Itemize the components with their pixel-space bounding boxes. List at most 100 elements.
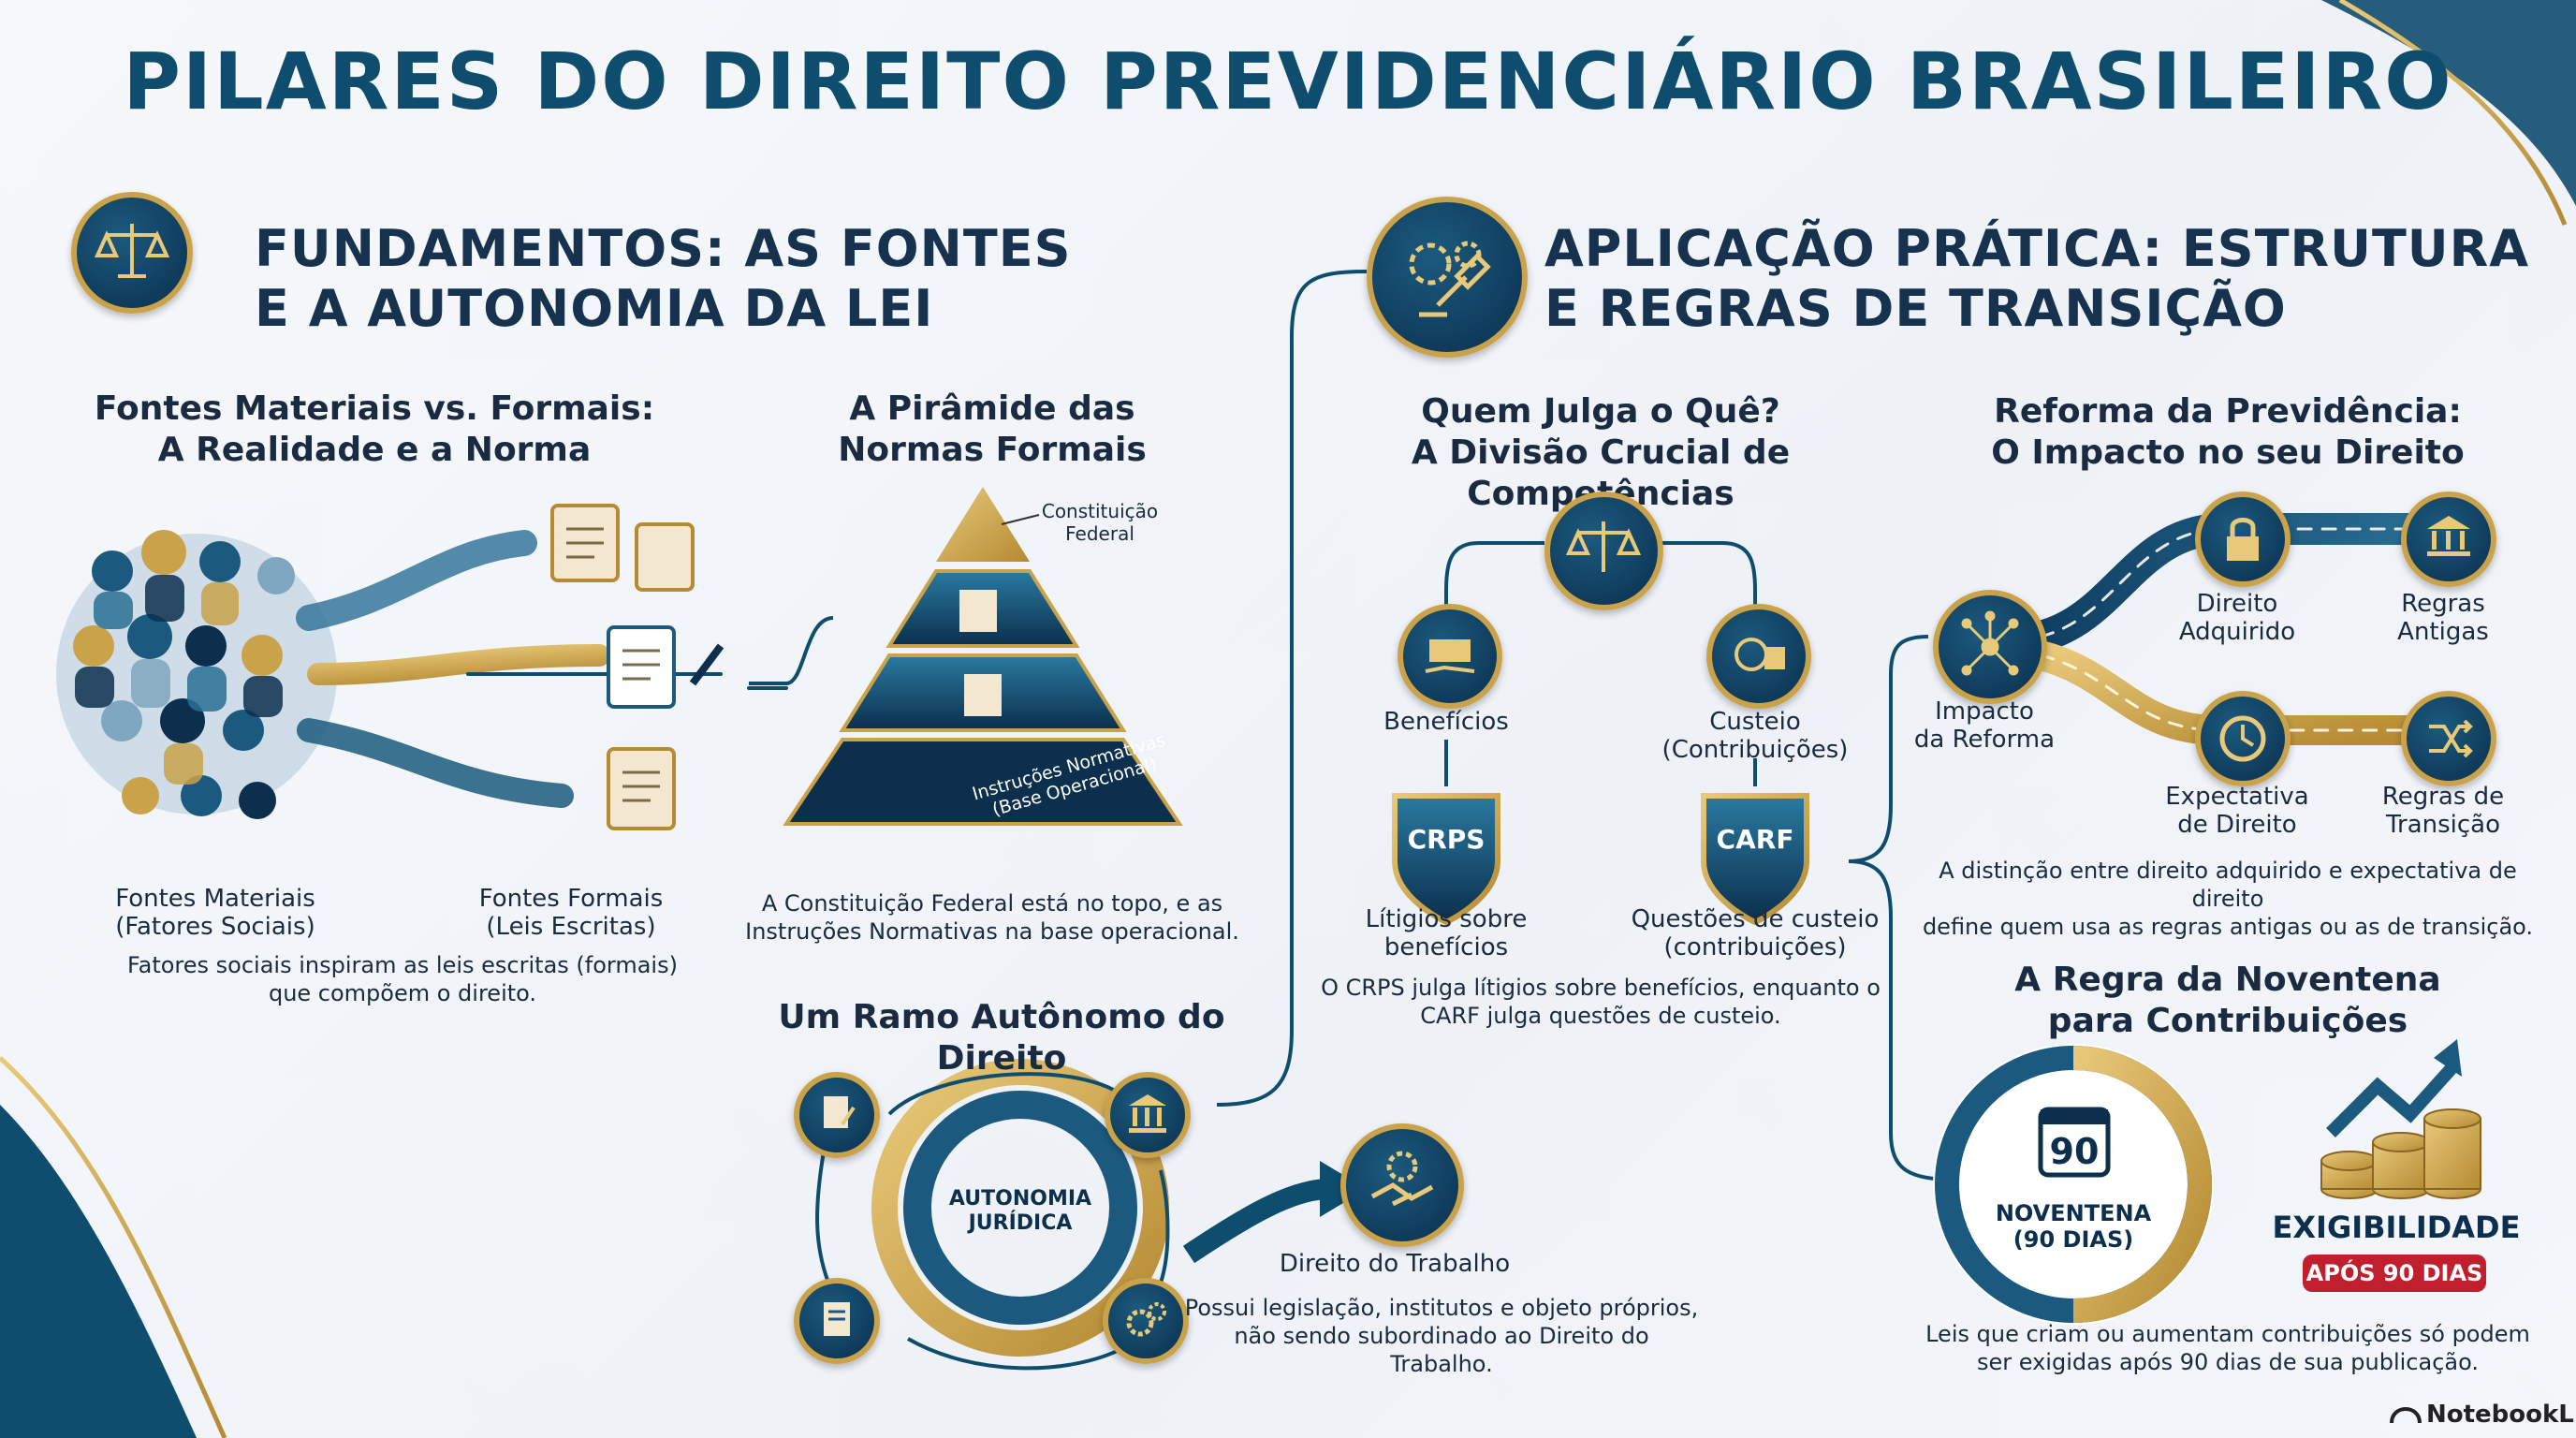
pyramid-caption-line1: A Constituição Federal está no topo, e a… [761, 890, 1223, 917]
noventena-ring-label: NOVENTENA (90 DIAS) [1980, 1200, 2167, 1253]
impact-line1: Impacto [1935, 697, 2034, 726]
coins-growth-icon [2320, 1039, 2481, 1199]
sources-title-line2: A Realidade e a Norma [157, 431, 592, 469]
pyramid-caption-line2: Instruções Normativas na base operaciona… [745, 918, 1239, 945]
crps-description: Lítigios sobre benefícios [1329, 905, 1563, 961]
funding-line2: (Contribuições) [1661, 736, 1849, 764]
material-sources-label: Fontes Materiais (Fatores Sociais) [84, 885, 346, 941]
notebooklm-watermark: NotebookLM [2426, 1401, 2576, 1429]
right-connector-line [1848, 635, 1929, 863]
carf-shield [1701, 793, 1809, 926]
autonomy-caption: Possui legislação, institutos e objeto p… [1179, 1294, 1704, 1378]
ring-line1: NOVENTENA [1995, 1200, 2152, 1226]
noventena-ring [1933, 1044, 2214, 1325]
pyramid-title-line2: Normas Formais [838, 431, 1147, 469]
formal-sources-label: Fontes Formais (Leis Escritas) [449, 885, 693, 941]
impact-line2: da Reforma [1913, 726, 2056, 754]
gear-gavel-icon [1367, 197, 1528, 358]
lock-icon [2195, 492, 2291, 587]
funding-line1: Custeio [1709, 708, 1801, 736]
transition-line1: Regras de [2381, 783, 2505, 811]
carf-description: Questões de custeio (contribuições) [1624, 905, 1886, 961]
norms-pyramid [783, 487, 1183, 826]
old-rules-label: Regras Antigas [2359, 590, 2527, 646]
reform-title-line2: O Impacto no seu Direito [1991, 433, 2465, 472]
material-sources-people-cluster [56, 530, 337, 819]
after-90-days-badge: APÓS 90 DIAS [2303, 1255, 2486, 1292]
money-hand-icon [1398, 604, 1502, 709]
justice-scales-icon [1544, 492, 1663, 610]
document-edit-icon [794, 1072, 880, 1158]
corner-wave-top-right [2321, 0, 2576, 206]
autonomy-title: Um Ramo Autônomo do Direito [778, 998, 1225, 1078]
reform-caption-line2: define quem usa as regras antigas ou as … [1922, 914, 2534, 940]
corner-wave-top-right-gold [2338, 0, 2568, 226]
coins-icon [1706, 604, 1811, 709]
notebooklm-logo-icon [2390, 1407, 2422, 1424]
ring-line2: (90 DIAS) [2012, 1226, 2134, 1253]
reform-caption: A distinção entre direito adquirido e ex… [1910, 857, 2546, 941]
right-section-heading: APLICAÇÃO PRÁTICA: ESTRUTURA E REGRAS DE… [1544, 219, 2529, 339]
competence-caption: O CRPS julga lítigios sobre benefícios, … [1310, 974, 1891, 1030]
sources-caption: Fatores sociais inspiram as leis escrita… [84, 951, 721, 1007]
funding-label: Custeio (Contribuições) [1652, 708, 1858, 764]
sources-caption-line2: que compõem o direito. [268, 980, 537, 1006]
autonomy-to-labor-arrow [1182, 1179, 1330, 1264]
page-title: PILARES DO DIREITO PREVIDENCIÁRIO BRASIL… [123, 36, 2453, 127]
pyramid-top-line2: Federal [1065, 522, 1134, 545]
benefits-label: Benefícios [1383, 708, 1509, 736]
reform-title: Reforma da Previdência: O Impacto no seu… [1947, 391, 2509, 474]
acquired-right-label: Direito Adquirido [2153, 590, 2321, 646]
crps-shield [1392, 793, 1500, 926]
expectation-line2: de Direito [2177, 811, 2297, 839]
formal-line2: (Leis Escritas) [486, 913, 656, 941]
reform-title-line1: Reforma da Previdência: [1994, 392, 2462, 431]
autonomy-caption-line1: Possui legislação, institutos e objeto p… [1184, 1295, 1699, 1321]
noventena-title-line2: para Contribuições [2047, 1002, 2408, 1040]
autonomy-caption-line2: não sendo subordinado ao Direito do Trab… [1234, 1323, 1649, 1377]
competence-title: Quem Julga o Quê? A Divisão Crucial de C… [1310, 391, 1891, 515]
noventena-caption: Leis que criam ou aumentam contribuições… [1910, 1320, 2546, 1376]
network-hub-icon [1933, 590, 2047, 704]
carf-desc-line2: (contribuições) [1663, 933, 1847, 961]
competence-caption-line2: CARF julga questões de custeio. [1420, 1003, 1781, 1029]
institution-icon [1105, 1072, 1191, 1158]
reform-impact-label: Impacto da Reforma [1900, 697, 2069, 754]
left-heading-line2: E A AUTONOMIA DA LEI [255, 279, 934, 338]
pyramid-title: A Pirâmide das Normas Formais [805, 389, 1179, 471]
right-connector-line-2 [1848, 859, 1957, 1181]
document-icon [794, 1278, 880, 1364]
handshake-icon [1340, 1123, 1464, 1247]
bank-icon [2401, 492, 2496, 587]
reform-caption-line1: A distinção entre direito adquirido e ex… [1939, 858, 2517, 912]
formal-line1: Fontes Formais [478, 885, 664, 913]
carf-desc-line1: Questões de custeio [1631, 905, 1880, 933]
noventena-title: A Regra da Noventena para Contribuições [1947, 960, 2509, 1042]
calendar-days-number: 90 [2049, 1131, 2100, 1172]
competence-caption-line1: O CRPS julga lítigios sobre benefícios, … [1321, 975, 1881, 1001]
section-connector-line [1216, 270, 1368, 1107]
pyramid-title-line1: A Pirâmide das [849, 389, 1135, 428]
shuffle-arrows-icon [2401, 691, 2496, 786]
autonomy-center-label: AUTONOMIA JURÍDICA [927, 1187, 1114, 1236]
scales-icon [71, 192, 193, 314]
noventena-title-line1: A Regra da Noventena [2014, 961, 2441, 999]
transition-line2: Transição [2385, 811, 2501, 839]
exigibility-label: EXIGIBILIDADE [2272, 1210, 2521, 1245]
old-rules-line1: Regras [2401, 590, 2485, 618]
expectation-line1: Expectativa [2165, 783, 2309, 811]
carf-label: CARF [1716, 824, 1794, 855]
crps-desc-line2: benefícios [1383, 933, 1509, 961]
autonomy-center-line2: JURÍDICA [968, 1211, 1073, 1235]
corner-wave-bottom-left-gold [0, 1056, 227, 1438]
noventena-caption-line2: ser exigidas após 90 dias de sua publica… [1976, 1349, 2479, 1375]
sources-title-line1: Fontes Materiais vs. Formais: [94, 389, 655, 428]
competence-tree [1444, 541, 1757, 786]
left-section-heading: FUNDAMENTOS: AS FONTES E A AUTONOMIA DA … [255, 219, 1071, 339]
pyramid-top-label: Constituição Federal [1030, 500, 1170, 545]
noventena-caption-line1: Leis que criam ou aumentam contribuições… [1925, 1321, 2530, 1347]
old-rules-line2: Antigas [2397, 618, 2489, 646]
pyramid-caption: A Constituição Federal está no topo, e a… [739, 889, 1245, 946]
sources-flow-ribbons [296, 530, 788, 808]
